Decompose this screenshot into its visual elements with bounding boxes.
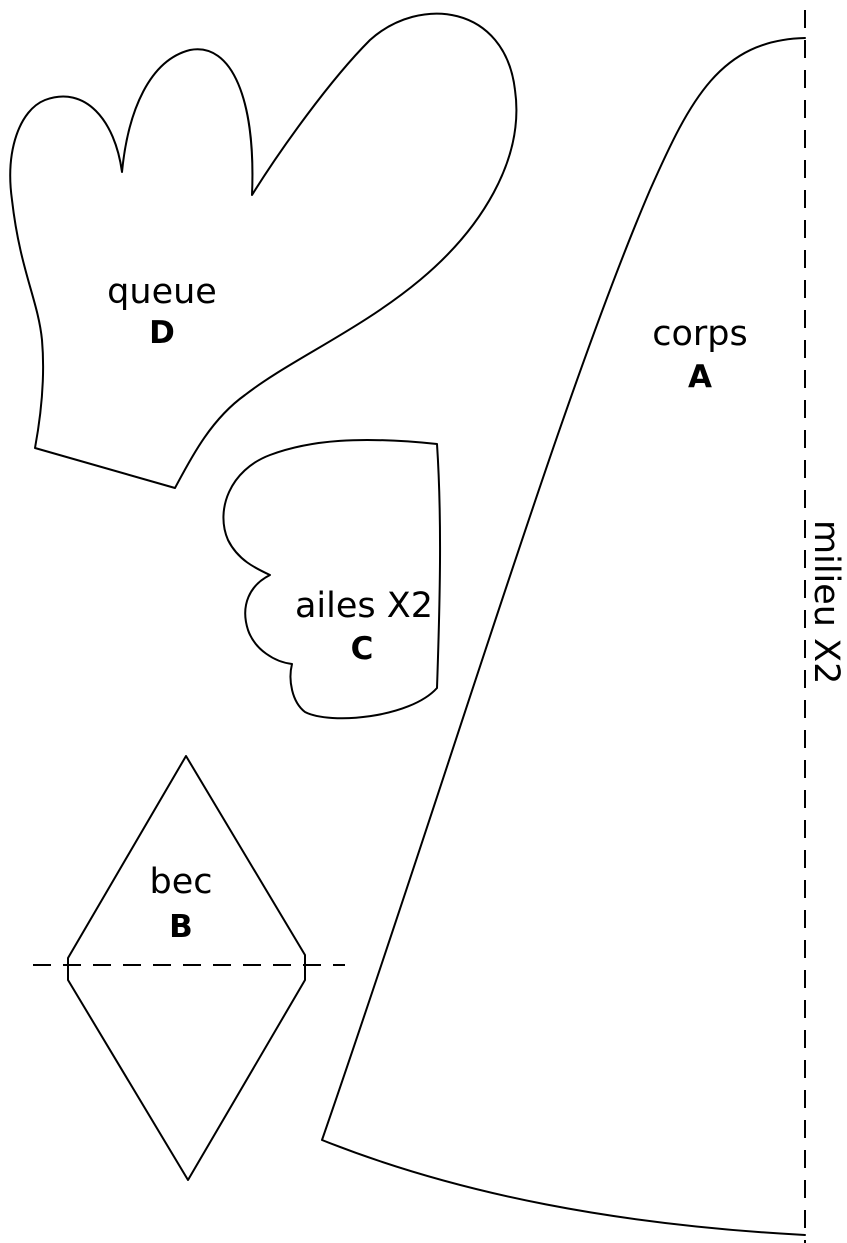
- piece-bec: bec B: [33, 755, 345, 1181]
- corps-name-label: corps: [652, 314, 748, 354]
- queue-outline: [9, 12, 518, 489]
- piece-corps: corps A: [321, 37, 806, 1236]
- ailes-name-label: ailes X2: [295, 586, 433, 626]
- corps-letter-label: A: [688, 359, 712, 395]
- piece-queue: queue D: [9, 12, 518, 489]
- fold-line-label: milieu X2: [806, 520, 846, 684]
- queue-name-label: queue: [107, 272, 217, 312]
- bec-letter-label: B: [169, 909, 193, 945]
- corps-outline: [321, 37, 806, 1236]
- ailes-outline: [222, 438, 442, 720]
- bec-outline: [67, 755, 306, 1181]
- bec-name-label: bec: [150, 862, 213, 902]
- ailes-letter-label: C: [351, 631, 374, 667]
- fold-line-group: milieu X2: [804, 10, 846, 1243]
- queue-letter-label: D: [149, 315, 175, 351]
- piece-ailes: ailes X2 C: [222, 438, 442, 720]
